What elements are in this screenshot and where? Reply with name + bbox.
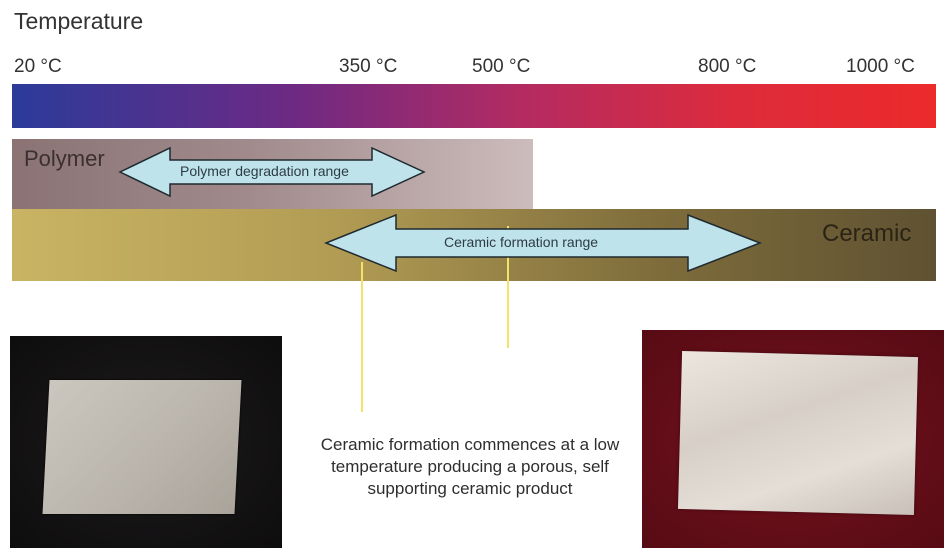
tick-20c: 20 °C [14,56,62,77]
ceramic-formation-caption: Ceramic formation commences at a low tem… [320,435,620,498]
ceramic-label: Ceramic [822,220,912,247]
tick-800c: 800 °C [698,56,757,77]
polymer-sample-sheet [42,380,242,514]
tick-350c: 350 °C [339,56,398,77]
ceramic-sample-sheet [677,350,919,516]
ceramic-formation-label: Ceramic formation range [444,234,599,250]
tick-500c: 500 °C [472,56,531,77]
polymer-degradation-label: Polymer degradation range [180,163,349,179]
ceramic-formation-arrow-shape [323,213,763,273]
polymer-label: Polymer [24,146,105,171]
polymer-degradation-arrow-shape [118,146,426,198]
temperature-title: Temperature [14,8,144,34]
temperature-gradient-bar [12,84,936,128]
tick-1000c: 1000 °C [846,56,915,77]
